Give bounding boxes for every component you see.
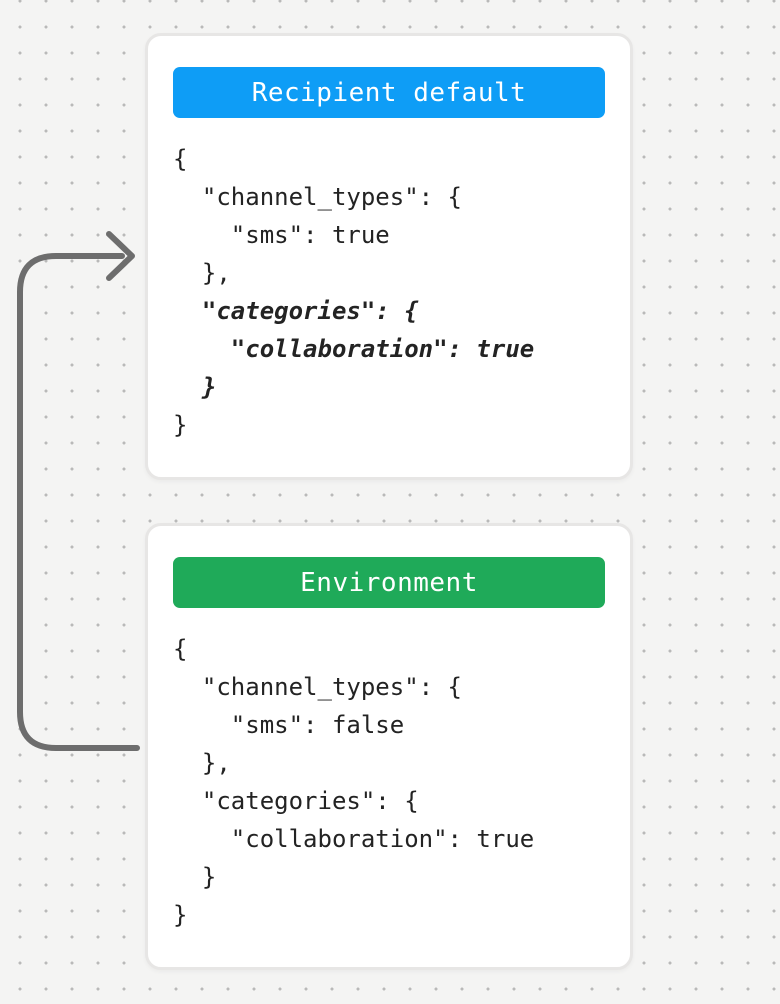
card-recipient-default: Recipient default { "channel_types": { "… xyxy=(145,33,633,480)
flow-arrow-shaft xyxy=(17,253,140,751)
code-line: "channel_types": { xyxy=(173,183,462,211)
card-recipient-default-header: Recipient default xyxy=(173,67,605,118)
code-line: } xyxy=(173,901,188,929)
card-environment: Environment { "channel_types": { "sms": … xyxy=(145,523,633,970)
code-line: "categories": { xyxy=(173,787,419,815)
code-line: } xyxy=(173,863,217,891)
code-line: "collaboration": true xyxy=(173,335,535,363)
card-environment-code: { "channel_types": { "sms": false }, "ca… xyxy=(173,630,605,934)
code-line: } xyxy=(173,411,188,439)
code-line: "sms": true xyxy=(173,221,390,249)
code-line: "sms": false xyxy=(173,711,405,739)
code-line: { xyxy=(173,635,188,663)
code-line: "categories": { xyxy=(173,297,419,325)
card-recipient-default-title: Recipient default xyxy=(251,77,527,108)
card-environment-title: Environment xyxy=(300,567,478,598)
code-line: }, xyxy=(173,749,231,777)
code-line: } xyxy=(173,373,217,401)
flow-arrow-head xyxy=(106,231,135,281)
code-line: { xyxy=(173,145,188,173)
code-line: "channel_types": { xyxy=(173,673,462,701)
code-line: "collaboration": true xyxy=(173,825,535,853)
card-recipient-default-code: { "channel_types": { "sms": true }, "cat… xyxy=(173,140,605,444)
card-environment-header: Environment xyxy=(173,557,605,608)
code-line: }, xyxy=(173,259,231,287)
